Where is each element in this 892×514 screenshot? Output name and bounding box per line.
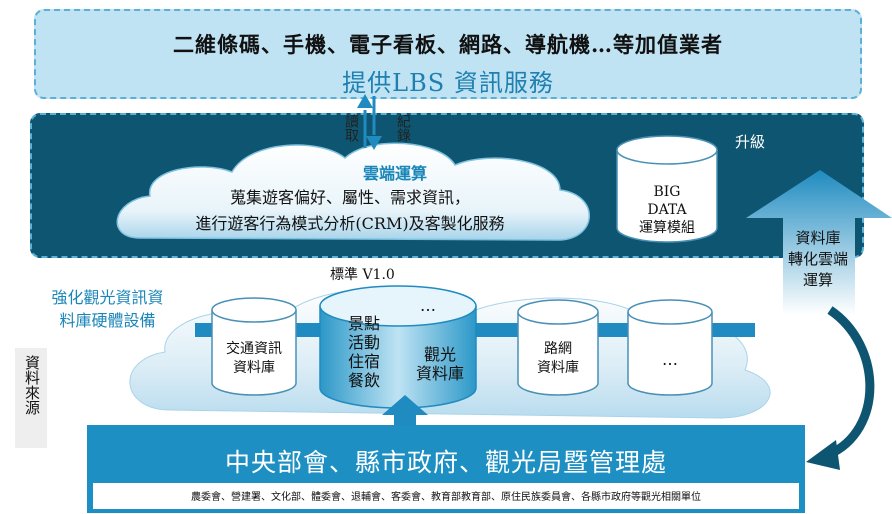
strengthen-hardware-label: 強化觀光資訊資 料庫硬體設備 <box>20 286 195 332</box>
agency-list-strip: 農委會、營建署、文化部、體委會、退輔會、客委會、教育部教育部、原住民族委員會、各… <box>93 483 799 509</box>
standard-version-label: 標準 V1.0 <box>330 267 395 283</box>
record-arrow-icon <box>366 96 382 150</box>
db-to-cloud-line3: 運算 <box>802 271 833 289</box>
cloud-desc-line2: 進行遊客行為模式分析(CRM)及客製化服務 <box>195 214 505 233</box>
source-strip <box>15 348 47 448</box>
big-data-cylinder <box>616 135 718 243</box>
traffic-db-line1: 交通資訊 <box>226 341 282 357</box>
db-to-cloud-line2: 轉化雲端 <box>787 250 848 268</box>
category-lodging: 住宿 <box>348 352 381 371</box>
tourism-db-line2: 資料庫 <box>415 364 464 383</box>
record-label: 紀錄 <box>395 114 411 142</box>
traffic-db-line2: 資料庫 <box>233 360 275 376</box>
category-scenic: 景點 <box>348 314 381 333</box>
big-data-line1: BIG <box>653 184 681 200</box>
other-db-ellipsis: … <box>662 350 678 369</box>
cloud-computing-title: 雲端運算 <box>362 164 427 183</box>
strengthen-line2: 料庫硬體設備 <box>59 311 156 330</box>
db-to-cloud-label: 資料庫 轉化雲端 運算 <box>768 228 868 291</box>
value-added-providers-text: 二維條碼、手機、電子看板、網路、導航機…等加值業者 <box>173 32 723 57</box>
read-label: 讀取 <box>343 114 359 142</box>
upgrade-label: 升級 <box>735 133 766 151</box>
strengthen-line1: 強化觀光資訊資 <box>51 288 164 307</box>
cloud-desc-line1: 蒐集遊客偏好、屬性、需求資訊， <box>229 188 470 207</box>
tourism-db-categories: 景點 活動 住宿 餐飲 <box>348 314 380 390</box>
data-source-up-arrow-icon <box>382 395 428 440</box>
cloud-shape <box>116 142 590 241</box>
big-data-line3: 運算模組 <box>639 220 695 236</box>
agency-list-text: 農委會、營建署、文化部、體委會、退輔會、客委會、教育部教育部、原住民族委員會、各… <box>191 492 701 503</box>
data-source-label: 資料來源 <box>23 355 41 415</box>
db-to-cloud-line1: 資料庫 <box>795 229 841 247</box>
big-data-line2: DATA <box>647 202 687 218</box>
category-dining: 餐飲 <box>348 371 381 390</box>
big-data-label: BIG DATA 運算模組 <box>617 183 717 237</box>
curved-arrow-icon <box>806 306 875 470</box>
upgrade-up-arrow-icon <box>746 170 892 315</box>
network-db-line2: 資料庫 <box>537 360 579 376</box>
government-agencies-box: 中央部會、縣市政府、觀光局暨管理處 農委會、營建署、文化部、體委會、退輔會、客委… <box>87 425 805 513</box>
read-arrow-icon <box>357 94 373 148</box>
lbs-service-box: 二維條碼、手機、電子看板、網路、導航機…等加值業者 提供LBS 資訊服務 <box>34 9 862 99</box>
category-events: 活動 <box>348 333 381 352</box>
tourism-db-label: 觀光 資料庫 <box>405 345 475 383</box>
network-db-cylinder <box>517 299 599 396</box>
tourism-db-cylinder <box>319 285 477 409</box>
network-db-line1: 路網 <box>544 341 572 357</box>
tourism-db-ellipsis: … <box>420 296 436 315</box>
tourism-db-line1: 觀光 <box>423 345 456 364</box>
other-db-cylinder <box>627 299 713 396</box>
traffic-db-label: 交通資訊 資料庫 <box>212 340 296 378</box>
lbs-service-text: 提供LBS 資訊服務 <box>342 69 554 97</box>
government-agencies-title: 中央部會、縣市政府、觀光局暨管理處 <box>224 448 667 477</box>
traffic-db-cylinder <box>211 297 297 396</box>
network-db-label: 路網 資料庫 <box>518 340 598 378</box>
